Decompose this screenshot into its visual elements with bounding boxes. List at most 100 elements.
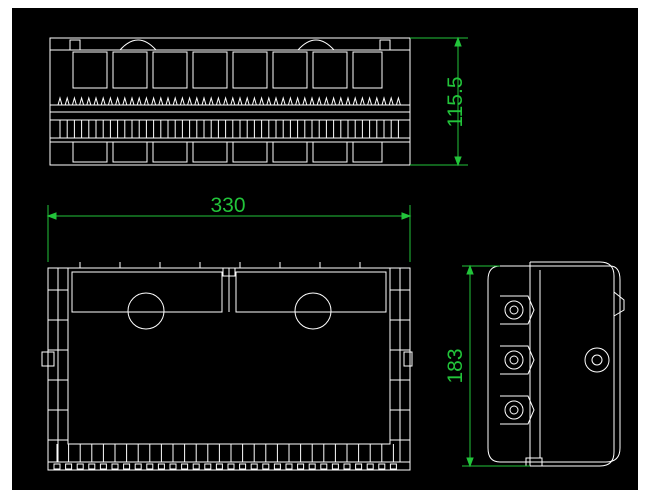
dimension-arrow-down (454, 156, 462, 167)
bottom-port (181, 463, 189, 470)
bottom-port (262, 463, 270, 470)
front-view-left-cover (71, 271, 223, 313)
top-view-left-latch (69, 39, 81, 51)
dimension-arrow-up (466, 264, 474, 275)
top-lower-compartment (72, 141, 108, 163)
cable-port-body (500, 395, 535, 425)
side-view-height-dimension (462, 264, 530, 468)
comb-tooth (345, 96, 351, 106)
dimension-arrow-up (454, 36, 462, 47)
bottom-port (285, 463, 293, 470)
side-view-bottom-latch (525, 457, 543, 467)
comb-tooth (374, 96, 380, 106)
front-view-left-latch (41, 351, 55, 367)
comb-tooth (136, 96, 142, 106)
drawing-area (12, 8, 638, 490)
comb-tooth (158, 96, 164, 106)
bottom-port (111, 463, 119, 470)
top-view-left-knob (119, 39, 157, 51)
comb-tooth (223, 96, 229, 106)
front-view-right-latch (403, 351, 413, 367)
comb-tooth (129, 96, 135, 106)
comb-tooth (309, 96, 315, 106)
comb-tooth (352, 96, 358, 106)
comb-tooth (57, 96, 63, 106)
front-view-right-port (294, 292, 332, 330)
cable-port-outer (504, 350, 524, 370)
bottom-port (192, 463, 200, 470)
bottom-port (65, 463, 73, 470)
top-compartment (152, 51, 188, 89)
cable-port-body (500, 295, 535, 325)
top-view (49, 37, 411, 166)
cable-port-inner (509, 405, 519, 415)
bottom-port (378, 463, 386, 470)
comb-tooth (302, 96, 308, 106)
cable-port-inner (509, 305, 519, 315)
comb-tooth (165, 96, 171, 106)
bottom-port (331, 463, 339, 470)
front-view-right-cover (235, 271, 387, 313)
top-lower-compartment (352, 141, 383, 163)
bottom-port (308, 463, 316, 470)
comb-tooth (280, 96, 286, 106)
bottom-port (239, 463, 247, 470)
comb-tooth (259, 96, 265, 106)
front-view-center-hinge (222, 267, 236, 277)
comb-tooth (122, 96, 128, 106)
side-view-cable-ports (500, 295, 535, 425)
side-view-lock-outer (584, 347, 610, 373)
front-view-left-port (127, 292, 165, 330)
comb-tooth (79, 96, 85, 106)
cable-port-outer (504, 400, 524, 420)
side-view-outline (487, 265, 621, 463)
bottom-port (146, 463, 154, 470)
top-view-outline (49, 37, 411, 166)
bottom-port (88, 463, 96, 470)
bottom-port (250, 463, 258, 470)
dimension-label-115-5: 115.5 (444, 77, 467, 128)
bottom-port (227, 463, 235, 470)
comb-tooth (367, 96, 373, 106)
comb-tooth (143, 96, 149, 106)
bottom-port (389, 463, 397, 470)
bottom-port (123, 463, 131, 470)
comb-tooth (64, 96, 70, 106)
front-view-side-ribs (48, 289, 410, 441)
dimension-label-183: 183 (444, 348, 467, 383)
top-view-upper-compartments (72, 51, 383, 89)
top-lower-compartment (232, 141, 268, 163)
top-view-lower-compartments (72, 141, 383, 163)
top-compartment (352, 51, 383, 89)
front-view-width-dimension (46, 205, 412, 262)
top-compartment (312, 51, 348, 89)
bottom-port (343, 463, 351, 470)
bottom-port (157, 463, 165, 470)
side-view-lock-inner (591, 354, 603, 366)
top-lower-compartment (112, 141, 148, 163)
bottom-port (320, 463, 328, 470)
comb-tooth (266, 96, 272, 106)
comb-tooth (338, 96, 344, 106)
cable-port-body (500, 345, 535, 375)
comb-tooth (93, 96, 99, 106)
comb-tooth (388, 96, 394, 106)
bottom-port (215, 463, 223, 470)
cable-port-inner (509, 355, 519, 365)
comb-tooth (237, 96, 243, 106)
comb-tooth (151, 96, 157, 106)
comb-tooth (179, 96, 185, 106)
comb-tooth (287, 96, 293, 106)
top-view-comb-teeth (57, 96, 401, 138)
top-compartment (72, 51, 108, 89)
top-lower-compartment (192, 141, 228, 163)
front-view-top-ticks (79, 262, 361, 268)
comb-tooth (115, 96, 121, 106)
comb-tooth (273, 96, 279, 106)
comb-tooth (381, 96, 387, 106)
top-view-height-dimension (410, 36, 468, 167)
comb-tooth (323, 96, 329, 106)
comb-tooth (107, 96, 113, 106)
top-lower-compartment (272, 141, 308, 163)
comb-tooth (215, 96, 221, 106)
